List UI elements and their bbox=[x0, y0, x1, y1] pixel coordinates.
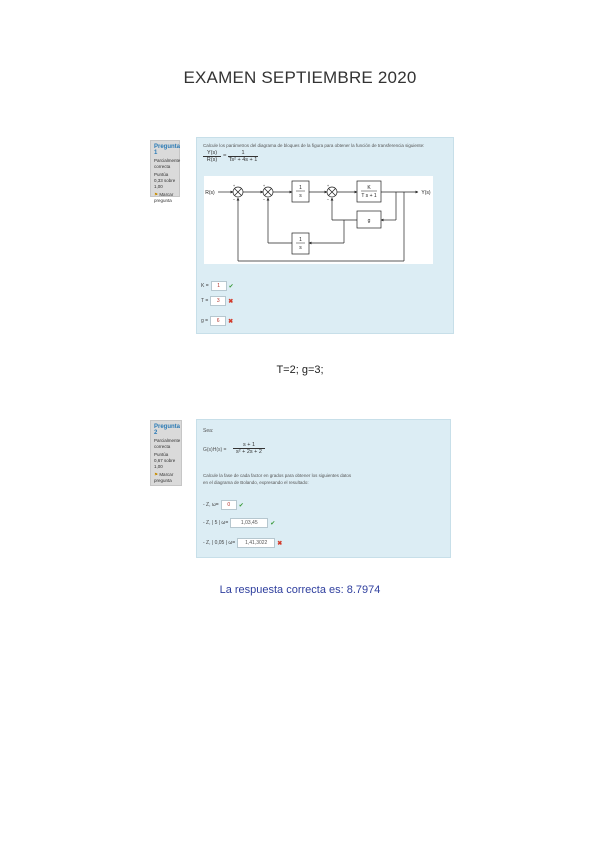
q2-answer-2-label: - Z, | 5 | ω= bbox=[203, 520, 229, 526]
block2-den: T s + 1 bbox=[361, 193, 377, 199]
svg-text:−: − bbox=[233, 197, 236, 202]
flag-icon: ⚑ bbox=[154, 472, 159, 477]
q1-prompt: Calcule los parámetros del diagrama de b… bbox=[203, 143, 425, 148]
q1-answer-t-label: T = bbox=[201, 298, 209, 304]
q1-status: Parcialmente correcta bbox=[154, 158, 181, 169]
q1-tf-equals: = bbox=[223, 153, 227, 159]
q2-info-box: Pregunta 2 Parcialmente correcta Puntúa … bbox=[150, 420, 182, 486]
q1-tf-lhs-num: Y(s) bbox=[203, 150, 221, 157]
page-title: EXAMEN SEPTIEMBRE 2020 bbox=[183, 68, 417, 87]
block4-den: s bbox=[299, 245, 302, 251]
cross-icon: ✖ bbox=[228, 298, 234, 305]
q1-answer-k: K = 1 ✔ bbox=[201, 281, 234, 291]
q2-flag-label: Marcar pregunta bbox=[154, 472, 174, 483]
block1-num: 1 bbox=[299, 185, 302, 191]
block2-num: K bbox=[367, 185, 371, 191]
q2-answer-2: - Z, | 5 | ω= 1,03,45 ✔ bbox=[203, 518, 275, 528]
q1-flag[interactable]: ⚑ Marcar pregunta bbox=[154, 192, 176, 204]
q2-panel: Sea: G(s)H(s) = s + 1 s² + 2s + 2 Calcul… bbox=[196, 419, 451, 558]
q2-answer-1-input[interactable]: 0 bbox=[220, 500, 237, 510]
q2-answer-3: - Z, | 0,05 | ω= 1,41,3022 ✖ bbox=[203, 538, 282, 548]
check-icon: ✔ bbox=[228, 283, 234, 290]
diagram-input: R(s) bbox=[205, 190, 215, 196]
q1-tf-rhs: 1 Ts² + 4s + 1 bbox=[228, 150, 258, 163]
q1-solution: T=2; g=3; bbox=[276, 364, 324, 376]
q2-answer-2-input[interactable]: 1,03,45 bbox=[230, 518, 269, 528]
cross-icon: ✖ bbox=[277, 540, 283, 547]
q1-answer-t-input[interactable]: 3 bbox=[210, 296, 227, 306]
svg-text:+: + bbox=[233, 183, 236, 188]
q1-tf-lhs: Y(s) R(s) bbox=[203, 150, 221, 163]
q1-flag-label: Marcar pregunta bbox=[154, 192, 174, 203]
q2-answer-3-label: - Z, | 0,05 | ω= bbox=[203, 540, 236, 546]
check-icon: ✔ bbox=[238, 502, 244, 509]
q2-status: Parcialmente correcta bbox=[154, 438, 181, 449]
svg-text:−: − bbox=[263, 197, 266, 202]
q1-answer-g-label: g = bbox=[201, 318, 209, 324]
q1-answer-t: T = 3 ✖ bbox=[201, 296, 233, 306]
q2-solution: La respuesta correcta es: 8.7974 bbox=[219, 584, 381, 596]
q2-answer-1: - Z, ω= 0 ✔ bbox=[203, 500, 244, 510]
cross-icon: ✖ bbox=[228, 318, 234, 325]
q2-score: Puntúa 0,67 sobre 1,00 bbox=[154, 452, 176, 469]
diagram-output: Y(s) bbox=[421, 190, 431, 196]
q2-intro: Sea: bbox=[203, 428, 214, 434]
q2-number: Pregunta 2 bbox=[154, 424, 181, 436]
flag-icon: ⚑ bbox=[154, 192, 159, 197]
q2-g-den: s² + 2s + 2 bbox=[236, 449, 262, 455]
check-icon: ✔ bbox=[270, 520, 276, 527]
q2-prompt-1: Calcule la fase de cada factor en grados… bbox=[203, 473, 352, 478]
q2-prompt-2: en el diagrama de Bolando, expresando el… bbox=[203, 480, 309, 485]
q1-panel: Calcule los parámetros del diagrama de b… bbox=[196, 137, 454, 334]
q1-score: Puntúa 0,33 sobre 1,00 bbox=[154, 172, 176, 189]
feedback-integrator-block bbox=[291, 232, 310, 255]
q1-tf-lhs-den: R(s) bbox=[206, 157, 218, 163]
block1-den: s bbox=[299, 193, 302, 199]
svg-text:−: − bbox=[327, 197, 330, 202]
q1-info-box: Pregunta 1 Parcialmente correcta Puntúa … bbox=[150, 140, 181, 203]
q1-answer-g: g = 6 ✖ bbox=[201, 316, 233, 326]
gain-block bbox=[356, 210, 382, 229]
q1-tf-rhs-den: Ts² + 4s + 1 bbox=[228, 157, 258, 163]
svg-text:+: + bbox=[263, 183, 266, 188]
q2-g-num: s + 1 bbox=[233, 442, 265, 449]
q1-tf-rhs-num: 1 bbox=[228, 150, 258, 157]
block4-num: 1 bbox=[299, 237, 302, 243]
q2-g-lhs: G(s)H(s) = bbox=[203, 447, 227, 453]
q2-answer-3-input[interactable]: 1,41,3022 bbox=[237, 538, 276, 548]
block3-label: g bbox=[368, 218, 371, 224]
plant-block bbox=[356, 180, 382, 203]
svg-text:+: + bbox=[327, 183, 330, 188]
q1-answer-k-input[interactable]: 1 bbox=[210, 281, 227, 291]
q1-number: Pregunta 1 bbox=[154, 144, 181, 156]
q1-block-diagram: R(s) Y(s) 1 s K T s + 1 g 1 s + − + − + … bbox=[204, 176, 433, 264]
q1-answer-g-input[interactable]: 6 bbox=[210, 316, 227, 326]
integrator-block bbox=[291, 180, 310, 203]
q2-flag[interactable]: ⚑ Marcar pregunta bbox=[154, 472, 178, 484]
q2-g-frac: s + 1 s² + 2s + 2 bbox=[233, 442, 265, 455]
q2-answer-1-label: - Z, ω= bbox=[203, 502, 219, 508]
q1-answer-k-label: K = bbox=[201, 283, 209, 289]
